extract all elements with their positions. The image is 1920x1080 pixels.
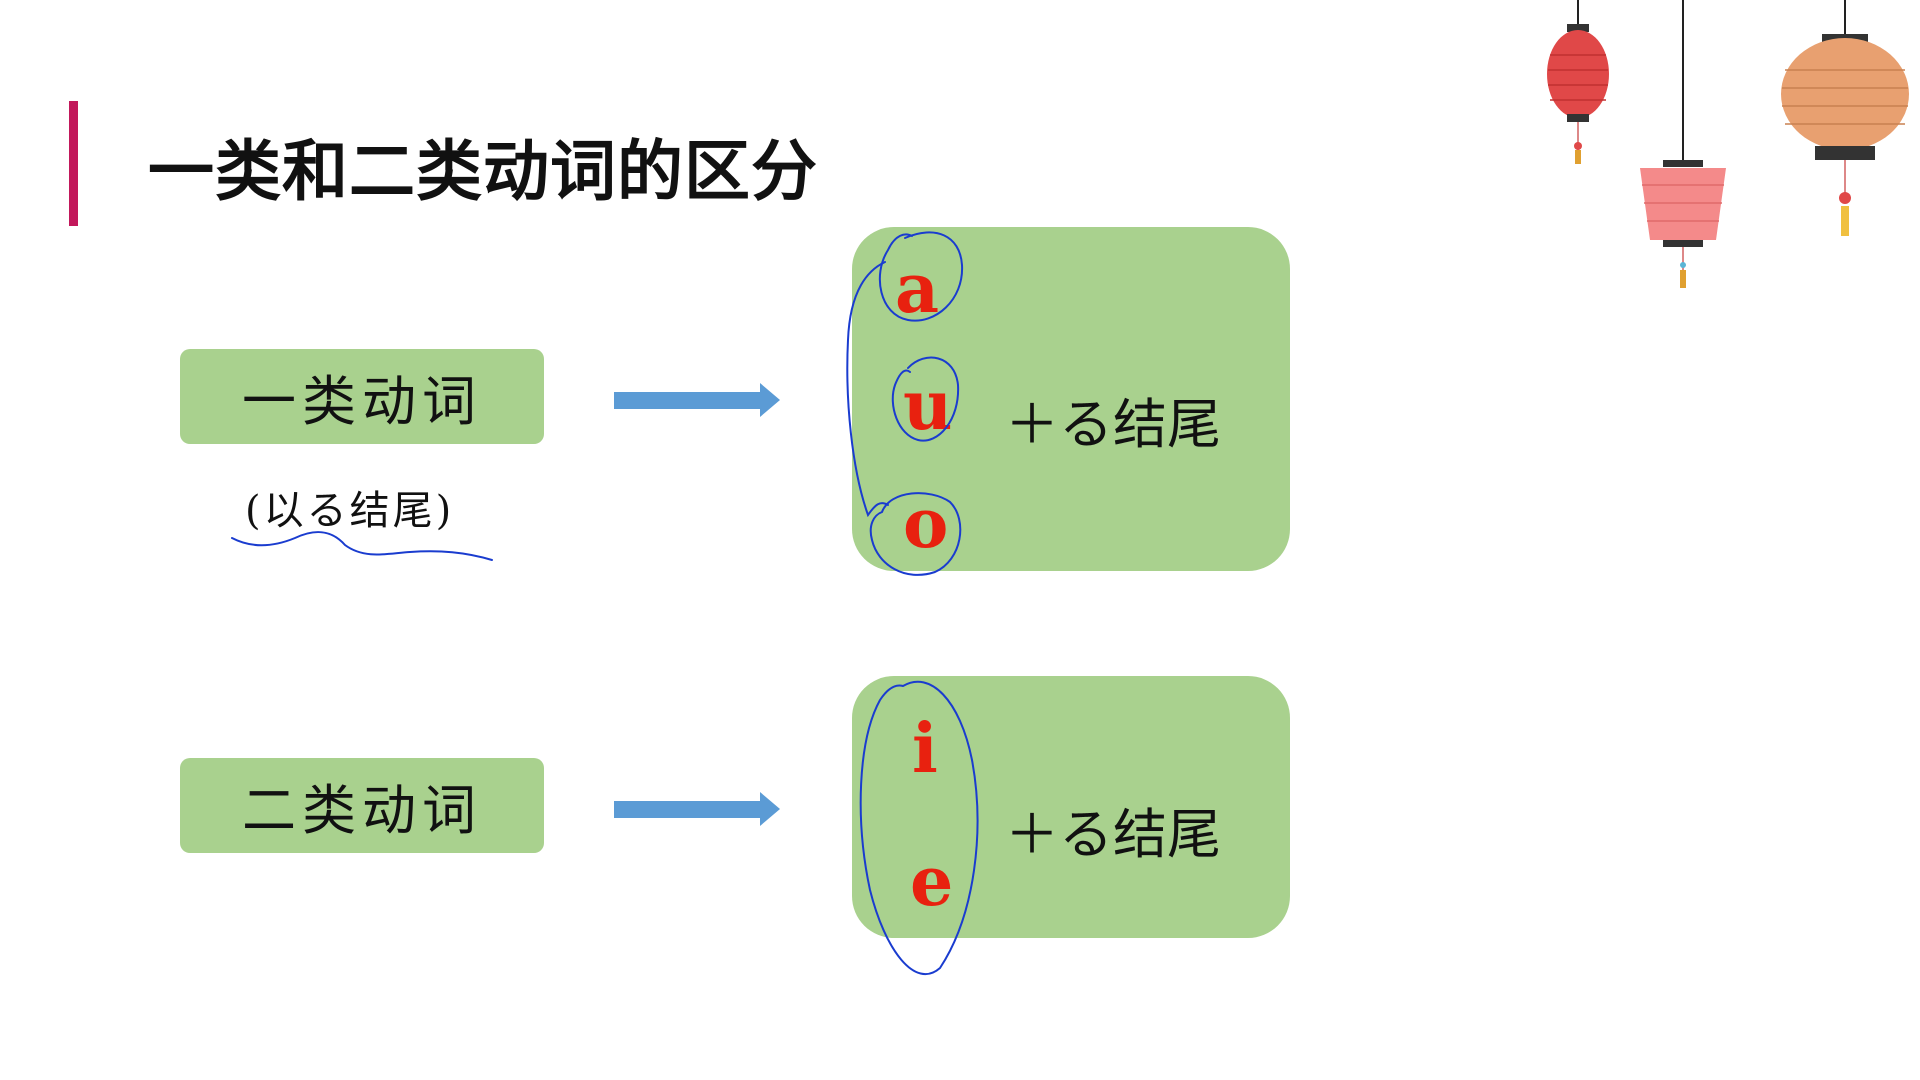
handwritten-circle-o <box>869 492 962 576</box>
lantern-red-icon <box>1547 0 1609 164</box>
group1-label-box: 一类动词 <box>180 349 544 444</box>
title-accent-bar <box>69 101 78 226</box>
slide-title: 一类和二类动词的区分 <box>148 133 818 210</box>
group2-label: 二类动词 <box>242 779 482 842</box>
group1-label: 一类动词 <box>242 370 482 433</box>
group2-label-box: 二类动词 <box>180 758 544 853</box>
group2-vowel-e: e <box>910 842 954 922</box>
arrow-group1-icon <box>614 383 780 417</box>
handwritten-bracket <box>846 261 889 518</box>
group1-vowel-o: o <box>903 484 949 564</box>
lantern-pink-icon <box>1640 0 1726 288</box>
handwritten-circle-u <box>891 356 960 442</box>
group1-suffix: ＋る结尾 <box>1005 393 1221 456</box>
handwritten-circle-a <box>878 231 964 322</box>
lantern-orange-icon <box>1781 0 1909 236</box>
handwritten-ellipse-ie <box>859 680 979 975</box>
group1-note: (以る结尾) <box>245 488 455 534</box>
group1-vowel-a: a <box>895 249 940 329</box>
group2-suffix: ＋る结尾 <box>1005 803 1221 866</box>
handwritten-underline <box>231 531 493 561</box>
group2-result-box <box>852 676 1290 938</box>
group2-vowel-i: i <box>912 709 938 789</box>
group1-result-box <box>852 227 1290 571</box>
arrow-group2-icon <box>614 792 780 826</box>
